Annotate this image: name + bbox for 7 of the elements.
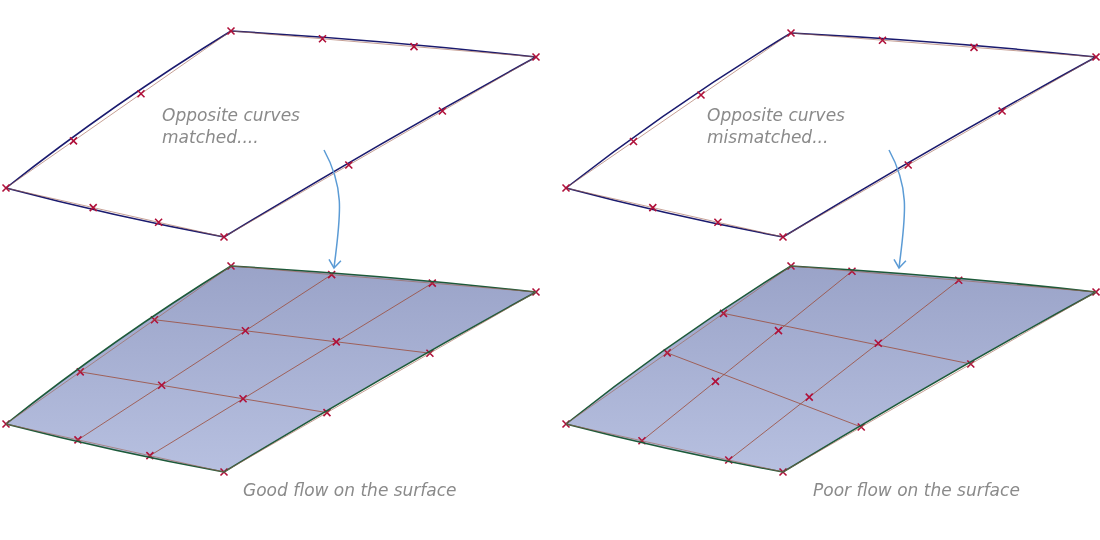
annotation-text: Opposite curves mismatched... bbox=[707, 104, 897, 150]
surface-patch-drawing bbox=[560, 262, 1100, 478]
curved-arrow bbox=[323, 149, 342, 269]
caption-text: Poor flow on the surface bbox=[813, 480, 1020, 500]
curved-arrow bbox=[888, 149, 907, 269]
caption-text: Good flow on the surface bbox=[243, 480, 457, 500]
annotation-text: Opposite curves matched.... bbox=[162, 104, 332, 150]
